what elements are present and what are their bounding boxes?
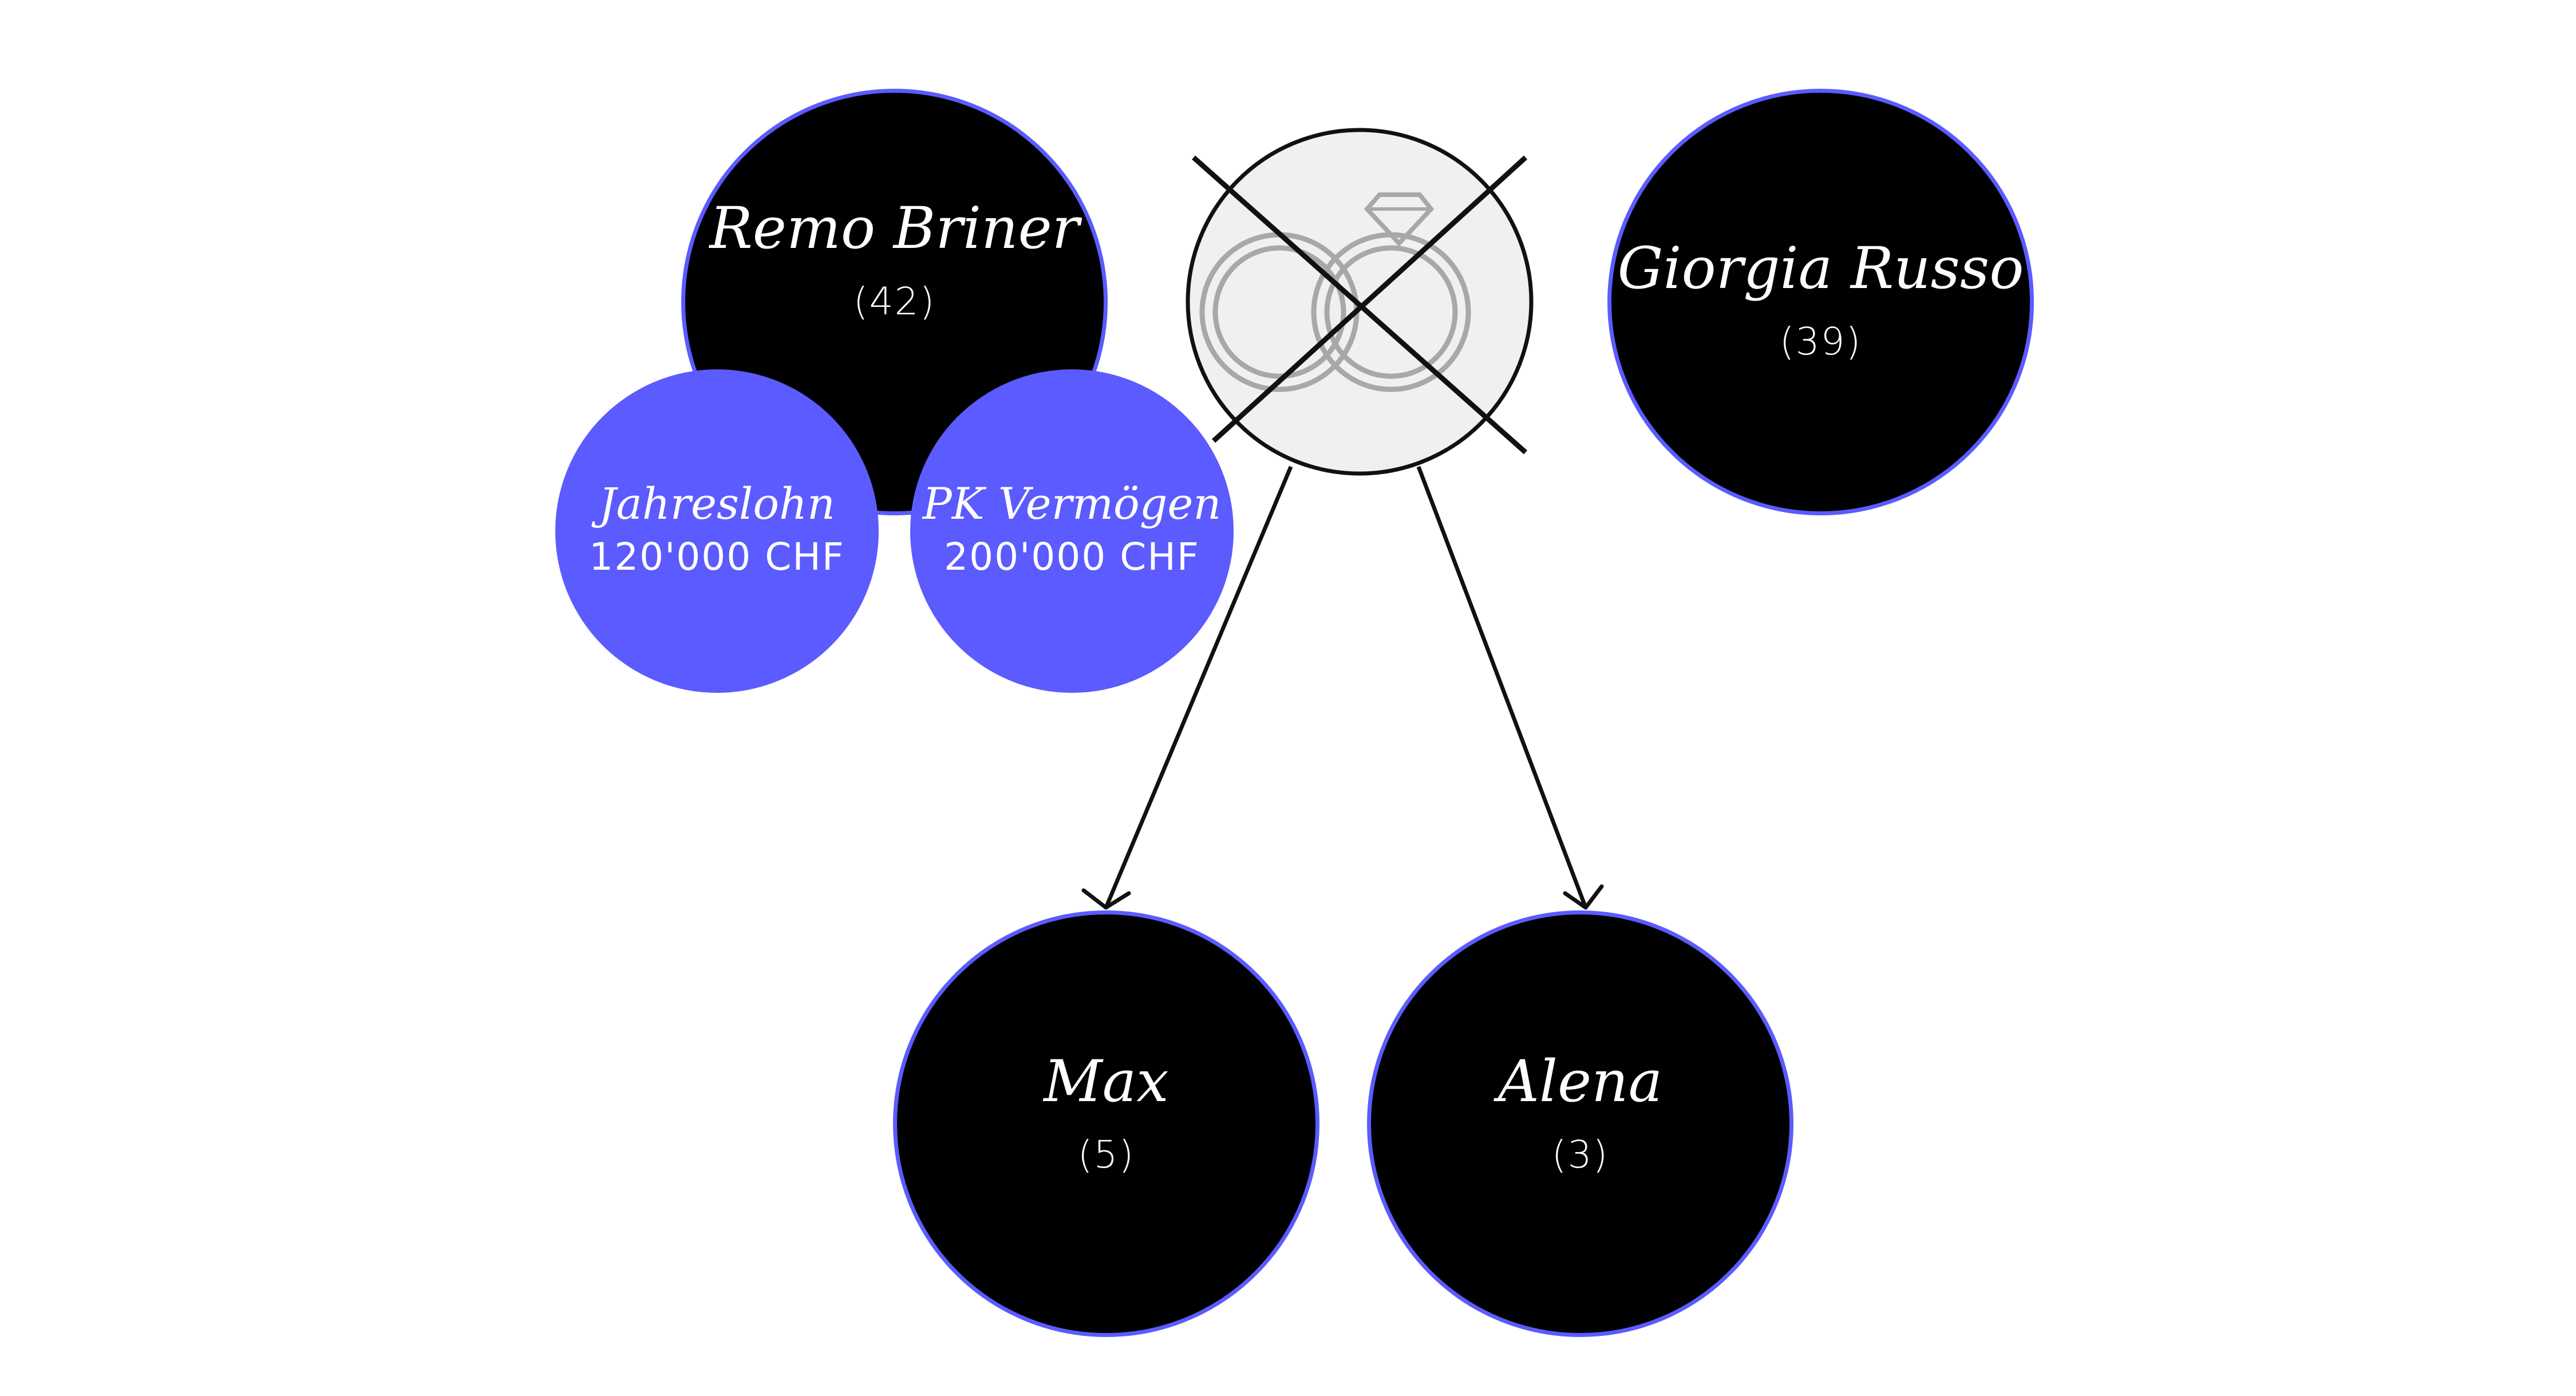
arrow-head-max — [1081, 888, 1131, 910]
asset-label: PK Vermögen — [922, 478, 1222, 529]
arrow-to-child-alena — [1416, 466, 1588, 909]
arrow-head-alena — [1563, 884, 1604, 910]
person-age: (42) — [853, 279, 936, 324]
person-giorgia-russo[interactable]: Giorgia Russo (39) — [1607, 89, 2034, 515]
asset-label: Jahreslohn — [599, 478, 835, 529]
cross-icon — [1192, 155, 1528, 455]
asset-jahreslohn[interactable]: Jahreslohn 120'000 CHF — [555, 369, 879, 693]
asset-value: 200'000 CHF — [944, 534, 1200, 579]
wedding-rings-icon — [1199, 192, 1471, 392]
child-name: Max — [1044, 1047, 1169, 1115]
person-age: (39) — [1779, 319, 1862, 364]
child-alena[interactable]: Alena (3) — [1367, 910, 1793, 1337]
person-remo-briner[interactable]: Remo Briner (42) — [681, 89, 1108, 515]
child-name: Alena — [1498, 1047, 1663, 1115]
asset-value: 120'000 CHF — [589, 534, 845, 579]
child-age: (3) — [1551, 1132, 1609, 1177]
person-name: Remo Briner — [709, 194, 1080, 262]
child-age: (5) — [1077, 1132, 1135, 1177]
arrow-to-child-max — [1104, 466, 1293, 909]
marriage-node — [1186, 128, 1534, 476]
asset-pk-vermoegen[interactable]: PK Vermögen 200'000 CHF — [910, 369, 1234, 693]
person-name: Giorgia Russo — [1617, 234, 2024, 302]
child-max[interactable]: Max (5) — [893, 910, 1319, 1337]
